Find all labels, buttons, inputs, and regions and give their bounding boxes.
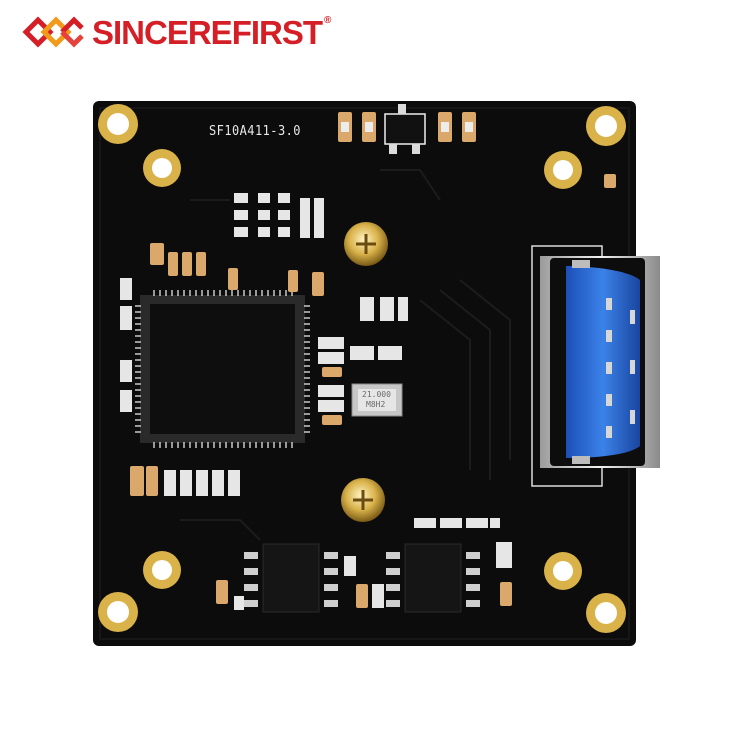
pcb-board (93, 101, 636, 646)
mounting-hole (544, 151, 582, 189)
crystal-marking: M8H2 (366, 400, 386, 409)
crystal-oscillator (351, 383, 403, 417)
mounting-hole (544, 552, 582, 590)
silkscreen-traces (180, 169, 511, 541)
smd-components (120, 104, 616, 610)
screw (344, 222, 388, 266)
board-model-label: SF10A411-3.0 (209, 124, 301, 139)
main-processor-chip (135, 290, 310, 448)
mounting-hole (143, 149, 181, 187)
oscillator-marking: 21.000 (362, 390, 391, 399)
usb3-port (531, 245, 660, 487)
mounting-hole (586, 106, 626, 146)
brand-logo: SINCEREFIRST® (22, 13, 331, 51)
logo-mark-icon (22, 16, 84, 48)
registered-mark: ® (324, 14, 331, 26)
brand-name: SINCEREFIRST® (92, 13, 331, 51)
mounting-hole (586, 593, 626, 633)
mounting-hole (98, 104, 138, 144)
mounting-hole (98, 592, 138, 632)
mounting-holes (98, 104, 626, 633)
mounting-hole (143, 551, 181, 589)
soic-chip (386, 543, 480, 613)
soic-chip (244, 543, 338, 613)
screw (341, 478, 385, 522)
